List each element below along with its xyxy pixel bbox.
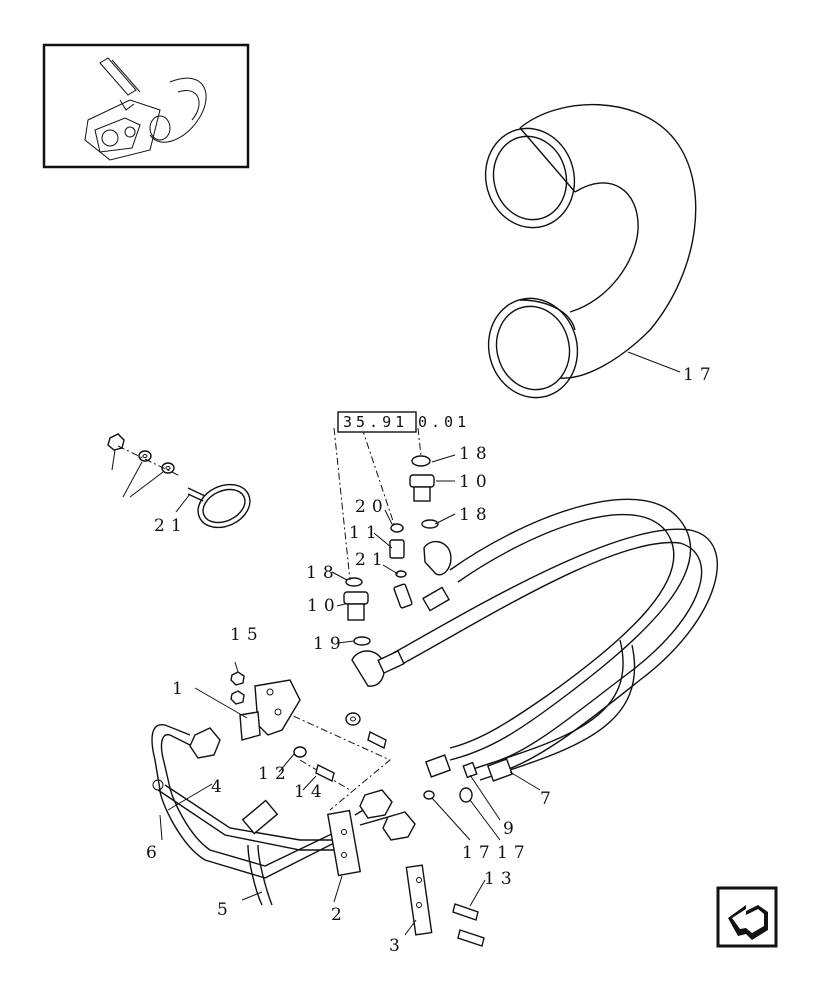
- callout-11: 11: [349, 523, 383, 543]
- callout-16: 17: [683, 365, 717, 385]
- callout-13: 13: [484, 869, 518, 889]
- callout-17-top: 18: [459, 444, 493, 464]
- hydraulic-hoses: [389, 498, 718, 781]
- callout-9: 9: [503, 819, 520, 839]
- callout-17-bottom: 17: [497, 843, 531, 863]
- callout-7: 7: [540, 789, 557, 809]
- clamp-ring-assembly: [107, 433, 251, 529]
- callout-5: 5: [217, 900, 234, 920]
- navigation-arrow-icon[interactable]: [716, 886, 778, 948]
- callout-15: 15: [230, 625, 264, 645]
- callout-18-bottom: 17: [462, 843, 496, 863]
- reference-box[interactable]: 35.91 0.01: [337, 411, 470, 433]
- duct-elbow: [484, 103, 697, 399]
- locator-thumbnail: [42, 43, 250, 169]
- callout-10-left: 10: [307, 596, 341, 616]
- callout-6: 6: [146, 843, 163, 863]
- callout-1: 1: [172, 679, 189, 699]
- callout-18-top: 20: [355, 497, 389, 517]
- callout-labels: 17 18 10 18 20 11 21 18 10 19 15 1 12 14…: [146, 365, 717, 956]
- leader-lines: [111, 351, 681, 936]
- callout-10-top: 10: [459, 472, 493, 492]
- callout-17-lower: 19: [313, 634, 347, 654]
- hydraulic-pipes: [151, 724, 485, 947]
- hose-fittings: [343, 455, 514, 803]
- reference-box-suffix: 0.01: [418, 413, 470, 431]
- callout-4: 4: [211, 777, 228, 797]
- callout-17-mid: 18: [459, 505, 493, 525]
- callout-17-left: 18: [306, 563, 340, 583]
- callout-14: 14: [294, 782, 328, 802]
- reference-box-number: 35.91: [343, 413, 408, 431]
- callout-19: 21: [154, 516, 188, 536]
- callout-18-mid: 21: [355, 550, 389, 570]
- callout-3: 3: [389, 936, 406, 956]
- assembly-guides: [279, 427, 422, 811]
- callout-12: 12: [258, 764, 292, 784]
- mounting-bracket: [230, 671, 387, 783]
- callout-2: 2: [331, 905, 348, 925]
